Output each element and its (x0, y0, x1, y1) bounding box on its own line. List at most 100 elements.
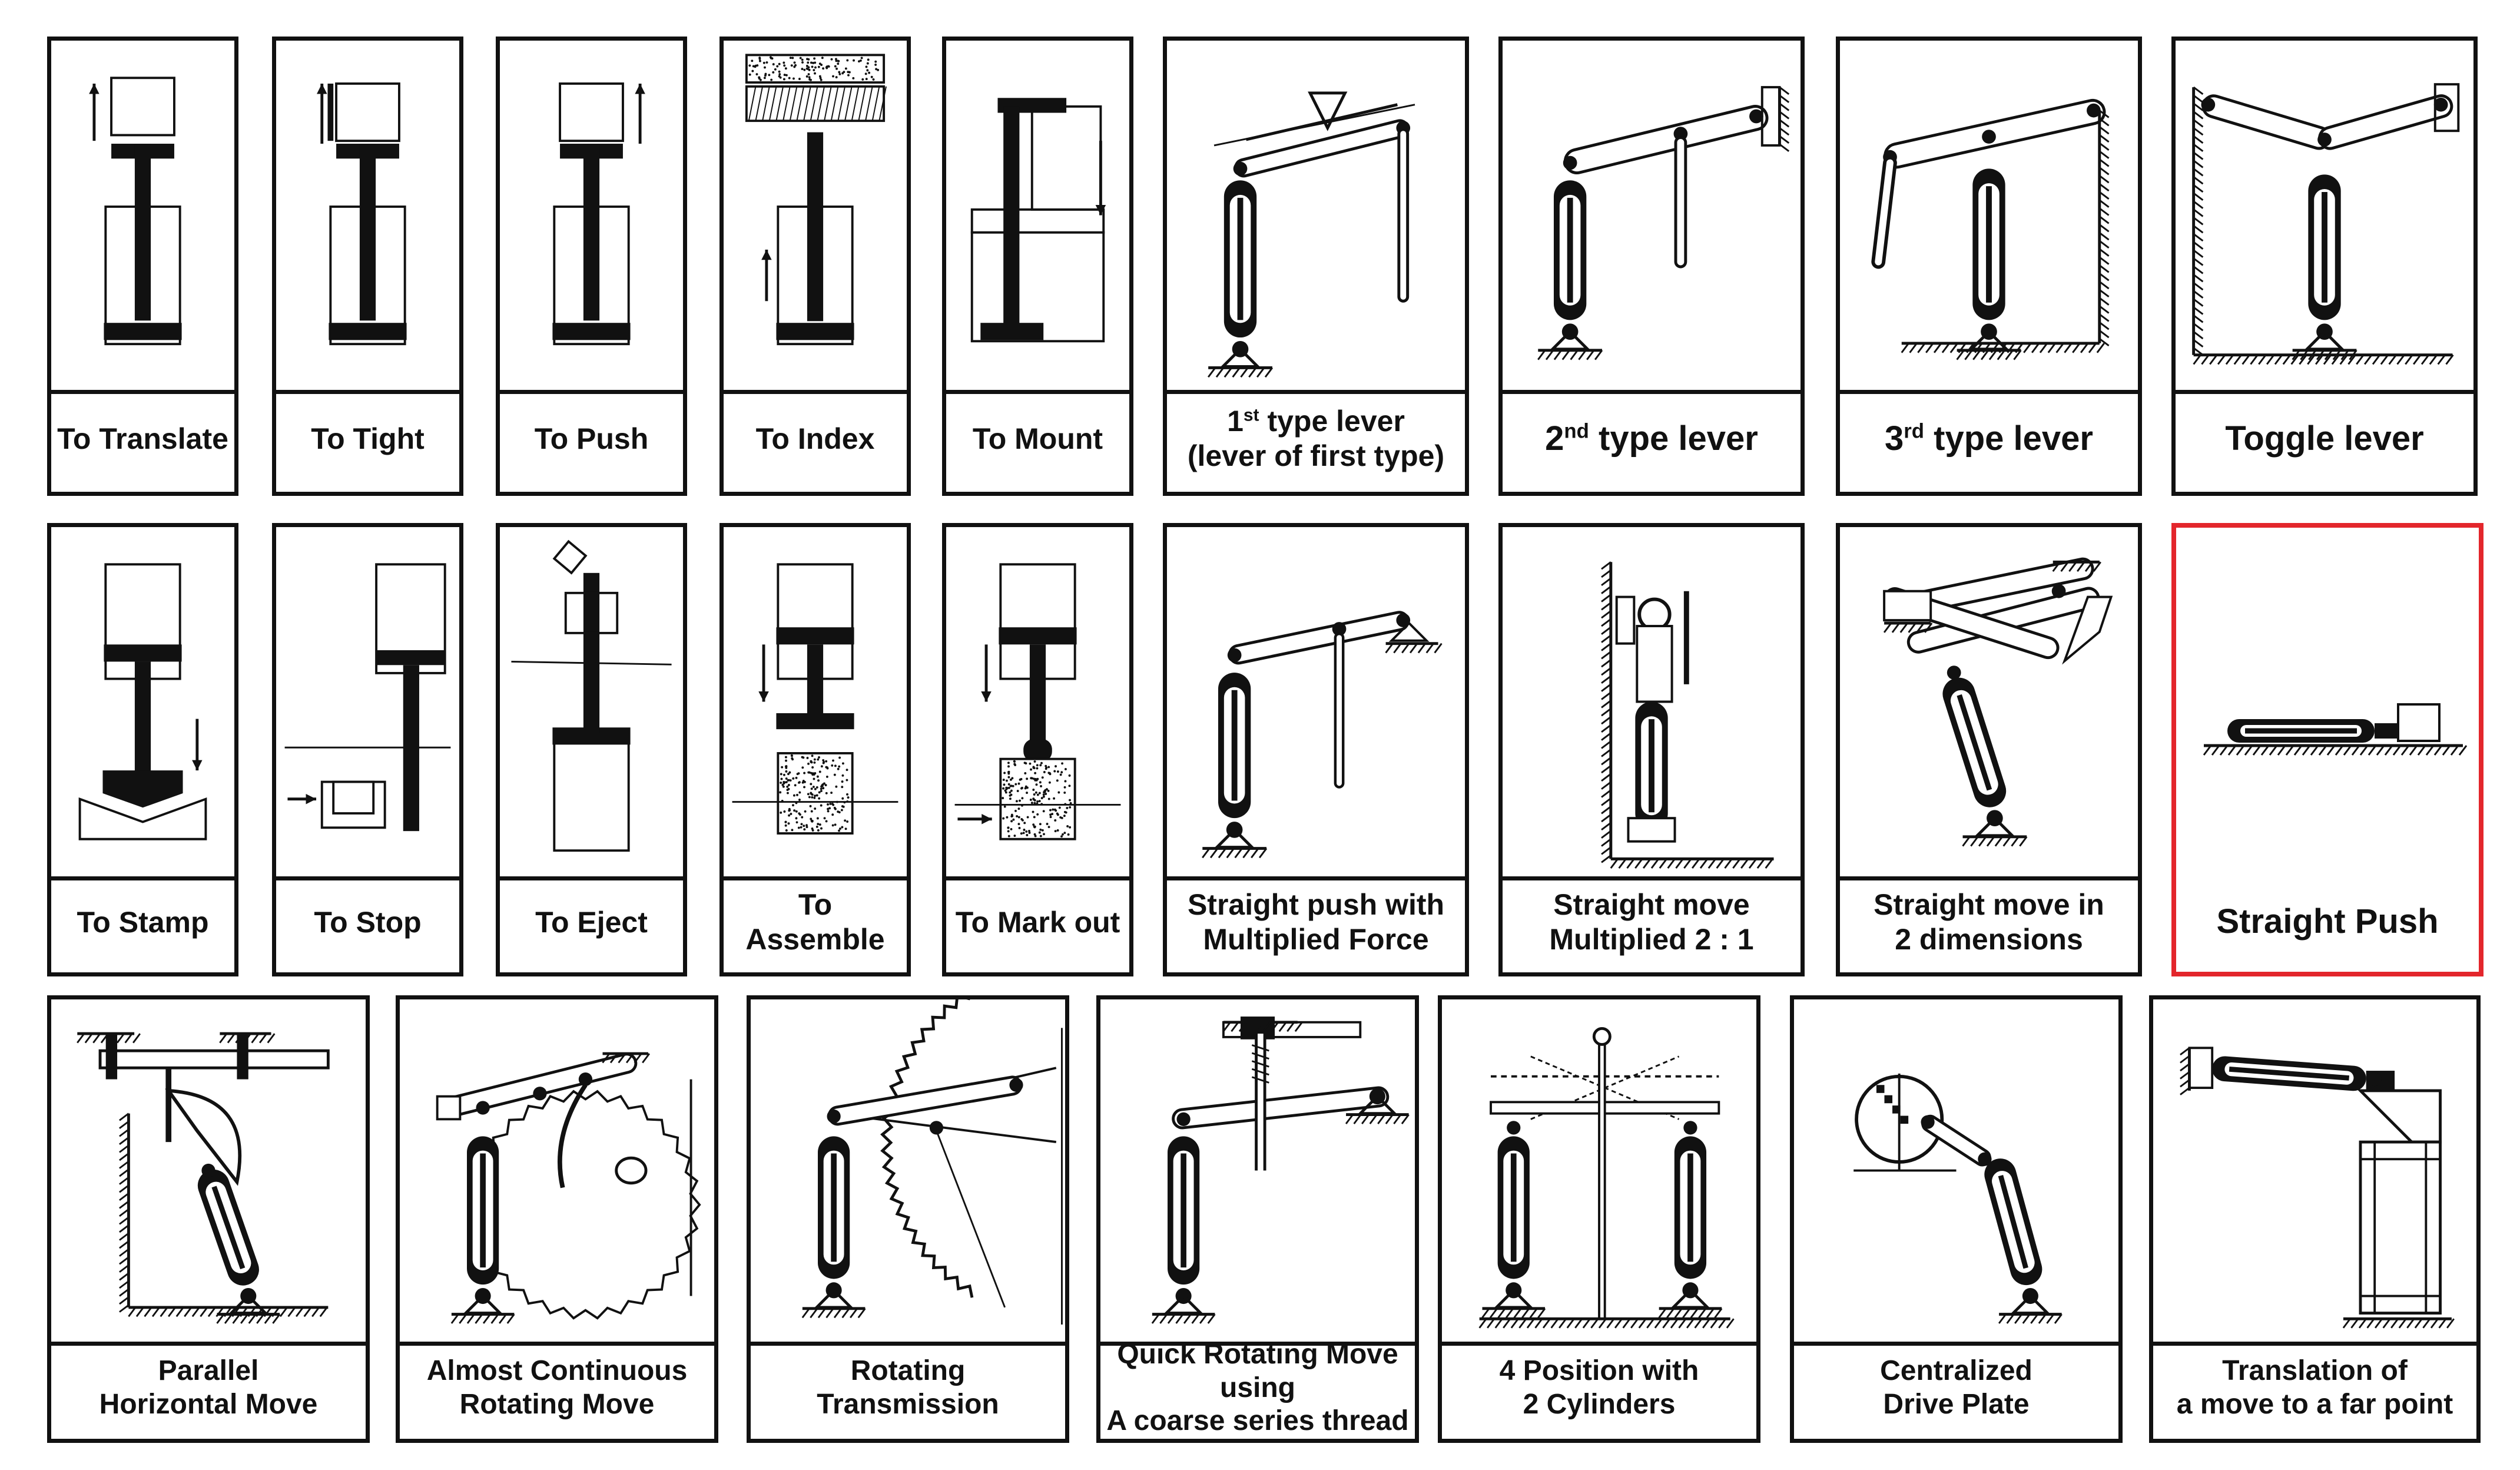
card-to-tight[interactable]: To Tight (272, 37, 463, 496)
card-caption: To Stamp (51, 872, 234, 972)
cylinder-stamp-icon (51, 527, 234, 880)
caption-line: To Index (755, 422, 875, 455)
card-to-push[interactable]: To Push (496, 37, 687, 496)
caption-line: Centralized (1880, 1355, 2032, 1387)
card-caption: To Index (724, 386, 907, 492)
caption-line: Straight push with (1187, 888, 1445, 921)
caption-line: To Mark out (955, 905, 1120, 939)
caption-line: 4 Position with (1499, 1355, 1699, 1387)
caption-line: To Stop (314, 905, 422, 939)
cylinder-translate-icon (51, 41, 234, 394)
card-first-type-lever[interactable]: 1st type lever(lever of first type) (1163, 37, 1469, 496)
cylinder-tight-icon (276, 41, 459, 394)
card-to-translate[interactable]: To Translate (47, 37, 238, 496)
card-toggle-lever[interactable]: Toggle lever (2171, 37, 2478, 496)
caption-line: Straight move (1553, 888, 1750, 921)
caption-line: To Eject (535, 905, 648, 939)
card-caption: To Tight (276, 386, 459, 492)
caption-line: Rotating (850, 1355, 966, 1387)
caption-line: Straight move in (1874, 888, 2104, 921)
ratchet-wheel-icon (400, 999, 714, 1346)
card-caption: To Mount (946, 386, 1129, 492)
card-to-stamp[interactable]: To Stamp (47, 523, 238, 976)
ordinal-suffix: rd (1904, 419, 1925, 443)
card-to-assemble[interactable]: To Assemble (719, 523, 911, 976)
card-third-type-lever[interactable]: 3rd type lever (1836, 37, 2142, 496)
card-caption: To Assemble (724, 872, 907, 972)
card-to-mount[interactable]: To Mount (942, 37, 1133, 496)
caption-line: Straight Push (2216, 902, 2439, 941)
caption-line: Quick Rotating Move using (1117, 1339, 1398, 1403)
caption-line: Toggle lever (2225, 419, 2424, 458)
caption-line: To Tight (311, 422, 425, 455)
cylinder-index-icon (724, 41, 907, 394)
caption-line: Translation of (2222, 1355, 2408, 1387)
cylinder-mount-icon (946, 41, 1129, 394)
caption-line: To Push (534, 422, 649, 455)
caption-line: Rotating Move (459, 1389, 655, 1420)
two-dimension-move-icon (1840, 527, 2138, 880)
card-to-mark-out[interactable]: To Mark out (942, 523, 1133, 976)
card-caption: To Stop (276, 872, 459, 972)
caption-line: To Assemble (745, 888, 885, 956)
card-caption: To Eject (500, 872, 683, 972)
caption-line: A coarse series thread (1106, 1405, 1409, 1437)
card-caption: To Push (500, 386, 683, 492)
card-to-eject[interactable]: To Eject (496, 523, 687, 976)
card-caption: 1st type lever(lever of first type) (1167, 386, 1465, 492)
straight-push-icon (2176, 528, 2479, 881)
drive-plate-icon (1794, 999, 2118, 1346)
caption-line: To Translate (57, 422, 228, 455)
card-caption: To Translate (51, 386, 234, 492)
caption-line: 2 dimensions (1895, 923, 2083, 956)
card-to-index[interactable]: To Index (719, 37, 911, 496)
card-caption: Toggle lever (2176, 386, 2473, 492)
parallel-move-icon (51, 999, 366, 1346)
cylinder-assemble-icon (724, 527, 907, 880)
multiplied-force-icon (1167, 527, 1465, 880)
cylinder-push-icon (500, 41, 683, 394)
card-straight-push[interactable]: Straight Push (2171, 523, 2483, 976)
caption-line: Transmission (817, 1389, 999, 1420)
two-cylinders-icon (1442, 999, 1756, 1346)
caption-line: Drive Plate (1883, 1389, 2030, 1420)
caption-line: Almost Continuous (426, 1355, 688, 1387)
caption-line: a move to a far point (2176, 1389, 2453, 1420)
gear-sector-icon (751, 999, 1065, 1346)
caption-line: 2nd type lever (1545, 419, 1758, 458)
caption-line: To Mount (972, 422, 1103, 455)
ordinal-suffix: nd (1564, 419, 1589, 443)
multiplied-move-icon (1503, 527, 1801, 880)
cylinder-mark-out-icon (946, 527, 1129, 880)
caption-line: 2 Cylinders (1523, 1389, 1676, 1420)
caption-line: 1st type lever (1227, 405, 1405, 438)
caption-line: 3rd type lever (1884, 419, 2094, 458)
card-caption: To Mark out (946, 872, 1129, 972)
card-to-stop[interactable]: To Stop (272, 523, 463, 976)
caption-line: Horizontal Move (99, 1389, 318, 1420)
card-second-type-lever[interactable]: 2nd type lever (1498, 37, 1805, 496)
far-point-linkage-icon (2153, 999, 2476, 1346)
caption-line: Multiplied Force (1203, 923, 1429, 956)
card-caption: Straight Push (2176, 872, 2479, 972)
caption-line: Multiplied 2 : 1 (1549, 923, 1754, 956)
